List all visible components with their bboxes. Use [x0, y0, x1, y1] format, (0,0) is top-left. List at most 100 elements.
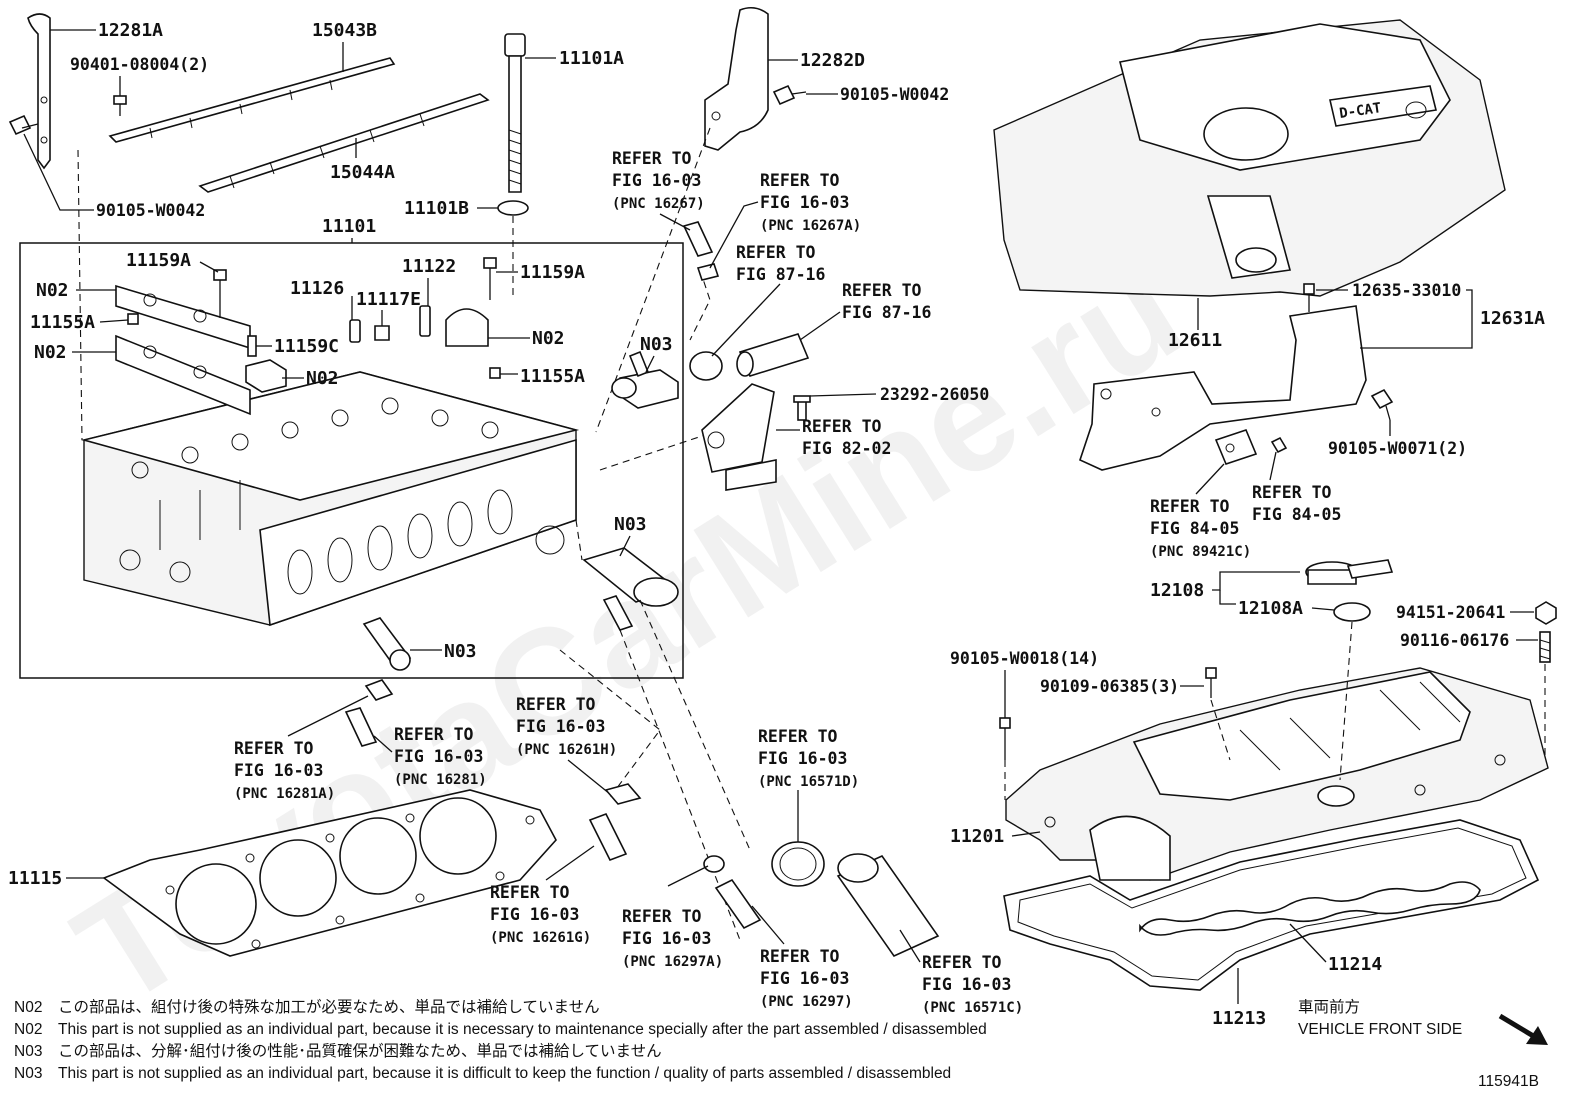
ref-r6: REFER TO FIG 84-05 (PNC 89421C) — [1150, 463, 1251, 560]
svg-text:REFER TO: REFER TO — [612, 149, 692, 168]
label-23292-26050: 23292-26050 — [880, 385, 989, 404]
camshaft-cap-N02-small — [245, 359, 287, 393]
washer-11101B — [497, 200, 529, 216]
hose-16281 — [344, 707, 378, 747]
svg-text:(PNC 89421C): (PNC 89421C) — [1150, 544, 1251, 560]
svg-text:FIG 16-03: FIG 16-03 — [760, 969, 849, 988]
label-90109-06385: 90109-06385(3) — [1040, 677, 1179, 696]
label-11101A: 11101A — [559, 48, 624, 69]
gasket-12108A — [1333, 602, 1371, 622]
svg-text:(PNC 16297A): (PNC 16297A) — [622, 954, 723, 970]
ref-r1: REFER TO FIG 16-03 (PNC 16267) — [612, 149, 705, 231]
label-11155A-left: 11155A — [30, 312, 95, 333]
oil-control-valve-N03-mid — [582, 547, 679, 631]
bolt-84-05 — [1270, 436, 1288, 454]
label-11159C: 11159C — [274, 336, 339, 357]
camshaft-cap-N02-right — [445, 308, 489, 347]
svg-text:REFER TO: REFER TO — [760, 171, 840, 190]
label-11201: 11201 — [950, 826, 1004, 847]
svg-text:(PNC 16261H): (PNC 16261H) — [516, 742, 617, 758]
note-code-1: N02 — [14, 999, 42, 1016]
ref-r14: REFER TO FIG 16-03 (PNC 16297) — [751, 905, 853, 1010]
ref-r3: REFER TO FIG 87-16 — [711, 243, 825, 357]
label-90105-W0042-top: 90105-W0042 — [840, 85, 949, 104]
label-15044A: 15044A — [330, 162, 395, 183]
hose-16267 — [682, 221, 714, 257]
label-90105-W0042-left: 90105-W0042 — [96, 201, 205, 220]
union-N03-lower — [362, 617, 412, 671]
label-11126: 11126 — [290, 278, 344, 299]
stud-23292-26050 — [793, 395, 811, 421]
svg-text:(PNC 16281): (PNC 16281) — [394, 772, 487, 788]
gasket-11214 — [1139, 881, 1481, 936]
clamp-16297A — [703, 855, 725, 873]
label-N02-a: N02 — [36, 280, 69, 301]
label-11159A-right: 11159A — [520, 262, 585, 283]
svg-text:FIG 82-02: FIG 82-02 — [802, 439, 891, 458]
svg-text:FIG 84-05: FIG 84-05 — [1150, 519, 1239, 538]
bolt-90105-W0018 — [999, 717, 1011, 760]
svg-text:FIG 16-03: FIG 16-03 — [758, 749, 847, 768]
svg-text:REFER TO: REFER TO — [842, 281, 922, 300]
ref-r4: REFER TO FIG 87-16 — [799, 281, 931, 341]
label-11159A-left: 11159A — [126, 250, 191, 271]
ref-r10: REFER TO FIG 16-03 (PNC 16261H) — [516, 695, 617, 795]
nut-94151-20641 — [1535, 601, 1557, 625]
label-11122: 11122 — [402, 256, 456, 277]
ref-r11: REFER TO FIG 16-03 (PNC 16571D) — [758, 727, 859, 842]
label-90116-06176: 90116-06176 — [1400, 631, 1509, 650]
label-90105-W0018: 90105-W0018(14) — [950, 649, 1099, 668]
label-N02-d: N02 — [306, 368, 339, 389]
bracket-12281A — [27, 13, 51, 170]
label-12108A: 12108A — [1238, 598, 1303, 619]
label-90105-W0071: 90105-W0071(2) — [1328, 439, 1467, 458]
svg-text:REFER TO: REFER TO — [490, 883, 570, 902]
svg-text:REFER TO: REFER TO — [234, 739, 314, 758]
front-label-jp: 車両前方 — [1298, 998, 1360, 1016]
label-N02-c: N02 — [532, 328, 565, 349]
bracket-82-02 — [701, 383, 777, 491]
bolt-90401-08004 — [113, 95, 127, 116]
hose-16571C — [836, 853, 940, 958]
ref-r12: REFER TO FIG 16-03 (PNC 16261G) — [490, 845, 595, 946]
ref-r13: REFER TO FIG 16-03 (PNC 16297A) — [622, 865, 723, 970]
clamp-87-16 — [689, 351, 723, 381]
harness-15044A — [198, 93, 490, 193]
ref-r15: REFER TO FIG 16-03 (PNC 16571C) — [899, 929, 1023, 1016]
svg-text:REFER TO: REFER TO — [394, 725, 474, 744]
vvt-valve-N03-upper — [611, 350, 679, 409]
bolt-90105-W0071 — [1370, 388, 1394, 421]
label-11117E: 11117E — [356, 289, 421, 310]
gasket-11213 — [1003, 819, 1540, 991]
note-text-3: この部品は、分解･組付け後の性能･品質確保が困難なため、単品では補給していません — [58, 1042, 662, 1060]
svg-text:(PNC 16297): (PNC 16297) — [760, 994, 853, 1010]
note-code-4: N03 — [14, 1065, 42, 1082]
pin-11155A-right — [489, 367, 501, 379]
bolt-11101A — [504, 33, 526, 193]
svg-text:(PNC 16281A): (PNC 16281A) — [234, 786, 335, 802]
svg-text:FIG 87-16: FIG 87-16 — [842, 303, 931, 322]
pin-11126 — [349, 319, 361, 343]
cylinder-head-cover-11201 — [1005, 667, 1549, 881]
note-code-2: N02 — [14, 1021, 42, 1038]
label-N02-b: N02 — [34, 342, 67, 363]
svg-text:(PNC 16267): (PNC 16267) — [612, 196, 705, 212]
oil-filler-cap-12108 — [1305, 559, 1394, 585]
head-gasket-11115 — [102, 789, 557, 957]
svg-text:(PNC 16571D): (PNC 16571D) — [758, 774, 859, 790]
svg-text:FIG 16-03: FIG 16-03 — [516, 717, 605, 736]
bracket-12282D — [704, 6, 769, 151]
label-11155A-right: 11155A — [520, 366, 585, 387]
svg-text:FIG 16-03: FIG 16-03 — [922, 975, 1011, 994]
ref-r9: REFER TO FIG 16-03 (PNC 16281) — [373, 725, 487, 788]
ref-r8: REFER TO FIG 16-03 (PNC 16281A) — [234, 695, 369, 802]
ref-r2: REFER TO FIG 16-03 (PNC 16267A) — [709, 171, 861, 269]
label-12281A: 12281A — [98, 20, 163, 41]
svg-text:REFER TO: REFER TO — [1150, 497, 1230, 516]
label-N03-a: N03 — [640, 334, 673, 355]
svg-text:FIG 16-03: FIG 16-03 — [612, 171, 701, 190]
note-text-2: This part is not supplied as an individu… — [58, 1021, 987, 1038]
cover-logo: D-CAT — [1338, 100, 1382, 122]
svg-text:FIG 16-03: FIG 16-03 — [234, 761, 323, 780]
camshaft-cap-N02-lower — [115, 334, 251, 416]
